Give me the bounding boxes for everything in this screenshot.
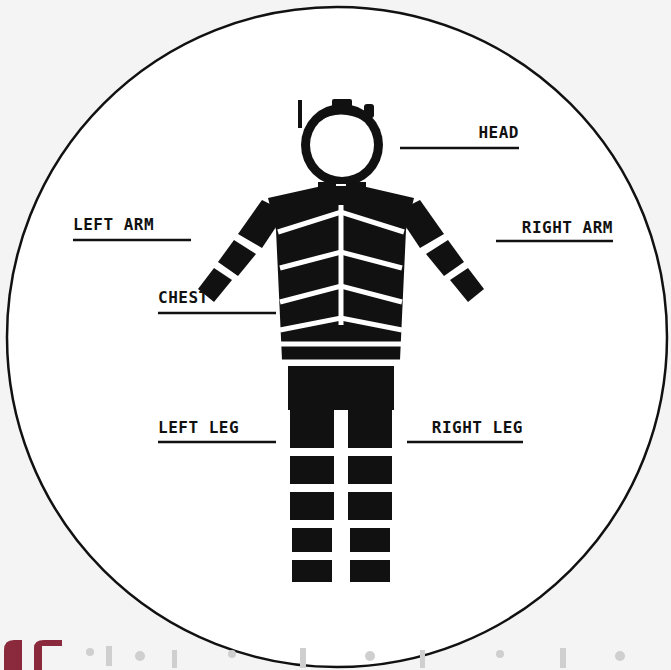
suit-seams [278, 205, 404, 590]
part-label: RIGHT LEG [432, 419, 523, 437]
footer-logo [4, 640, 625, 670]
leader-lines [73, 148, 613, 442]
part-label: RIGHT ARM [522, 219, 613, 237]
part-label: LEFT LEG [158, 419, 239, 437]
part-label: LEFT ARM [73, 216, 154, 234]
frame-circle [7, 7, 667, 667]
part-label: CHEST [158, 289, 209, 307]
part-label: HEAD [478, 124, 519, 142]
